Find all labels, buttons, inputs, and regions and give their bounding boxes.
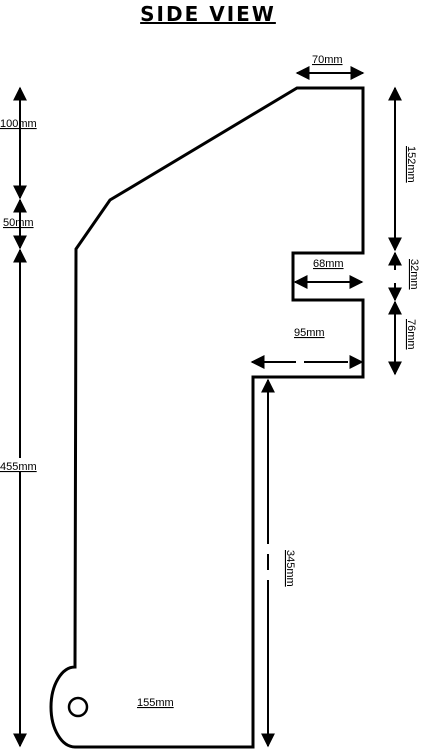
- dim-right-top-label: 152mm: [405, 146, 417, 183]
- bolt-hole: [67, 696, 89, 718]
- part-outline: [49, 86, 365, 749]
- dim-left-top-label: 100mm: [0, 118, 37, 130]
- dim-top-width-label: 70mm: [312, 54, 343, 66]
- dim-bottom-width-label: 155mm: [137, 697, 174, 709]
- dim-left-chamfer-label: 50mm: [3, 217, 34, 229]
- page-title: SIDE VIEW: [140, 2, 276, 26]
- dim-slot-depth-label: 68mm: [313, 258, 344, 270]
- dim-left-main-label-bg: [0, 458, 42, 472]
- dim-step-width-label: 95mm: [294, 327, 325, 339]
- dim-leg-label: 345mm: [284, 550, 296, 587]
- dim-slot-label: 32mm: [408, 259, 420, 290]
- dim-left-main-label: 455mm: [0, 461, 37, 473]
- dim-below-slot-label: 76mm: [405, 319, 417, 350]
